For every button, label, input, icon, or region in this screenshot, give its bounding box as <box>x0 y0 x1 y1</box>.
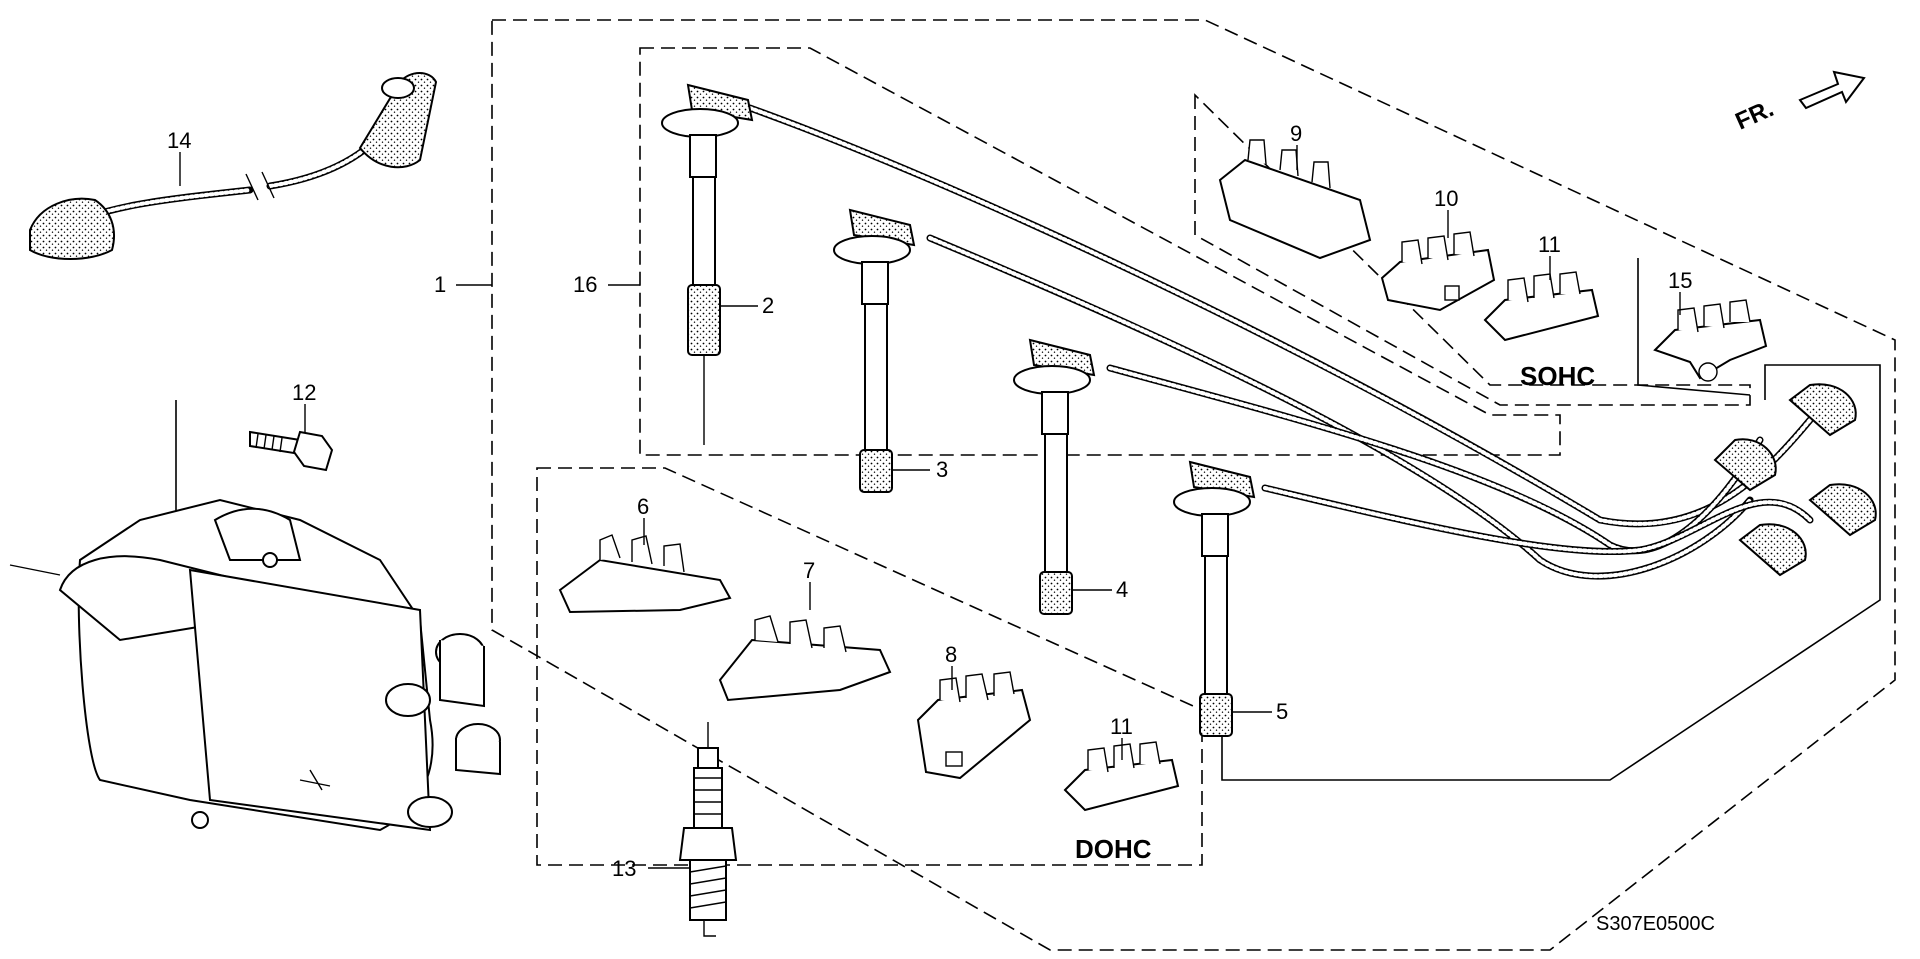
diagram-code: S307E0500C <box>1596 913 1715 935</box>
spark-plug-wire-5[interactable] <box>1173 460 1256 737</box>
callout-2: 2 <box>762 293 774 318</box>
distributor <box>9 498 501 832</box>
plug-wire-frame <box>1221 364 1881 781</box>
callout-10: 10 <box>1434 186 1458 211</box>
sohc-part15-frame <box>1637 258 1751 396</box>
callout-12: 12 <box>292 380 316 405</box>
callout-13: 13 <box>612 856 636 881</box>
sohc-label: SOHC <box>1520 361 1595 391</box>
wire-clamp-11-dohc[interactable] <box>1063 741 1180 812</box>
wire-clamp-8[interactable] <box>916 671 1032 780</box>
callout-4: 4 <box>1116 577 1128 602</box>
callout-11-dohc: 11 <box>1110 714 1133 739</box>
front-direction-label: FR. <box>1731 95 1777 135</box>
wire-clamp-11-sohc[interactable] <box>1483 271 1600 342</box>
callout-3: 3 <box>936 457 948 482</box>
assembly-boundary <box>491 19 1896 951</box>
front-arrow-icon <box>1798 70 1866 110</box>
callout-5: 5 <box>1276 699 1288 724</box>
callout-7: 7 <box>803 558 815 583</box>
callout-14: 14 <box>167 128 191 153</box>
wire-clamp-7[interactable] <box>718 615 892 702</box>
callout-1: 1 <box>434 272 446 297</box>
spark-plug-wire-3[interactable] <box>833 208 916 493</box>
wire-clamp-9[interactable] <box>1218 139 1372 260</box>
spark-plug[interactable] <box>678 747 738 937</box>
spark-plug-wire-4[interactable] <box>1013 338 1096 615</box>
spark-plug-wire-bundle <box>746 104 1877 580</box>
front-direction-marker: FR. <box>1731 70 1866 135</box>
wire-clamp-15[interactable] <box>1653 299 1768 382</box>
callout-16: 16 <box>573 272 597 297</box>
sohc-clamp-boundary <box>1194 93 1751 406</box>
callout-8: 8 <box>945 642 957 667</box>
callout-15: 15 <box>1668 268 1692 293</box>
callout-9: 9 <box>1290 121 1302 146</box>
callout-11-sohc: 11 <box>1538 232 1561 257</box>
distributor-bolt[interactable] <box>249 430 334 472</box>
wire-clamp-10[interactable] <box>1380 231 1496 312</box>
dohc-clamp-boundary <box>536 467 1203 866</box>
spark-plug-wire-2[interactable] <box>661 83 754 356</box>
wire-clamp-6[interactable] <box>558 534 732 614</box>
callout-6: 6 <box>637 494 649 519</box>
wire-set-boundary <box>639 47 1561 456</box>
dohc-label: DOHC <box>1075 834 1152 864</box>
coil-wire[interactable] <box>29 72 438 260</box>
